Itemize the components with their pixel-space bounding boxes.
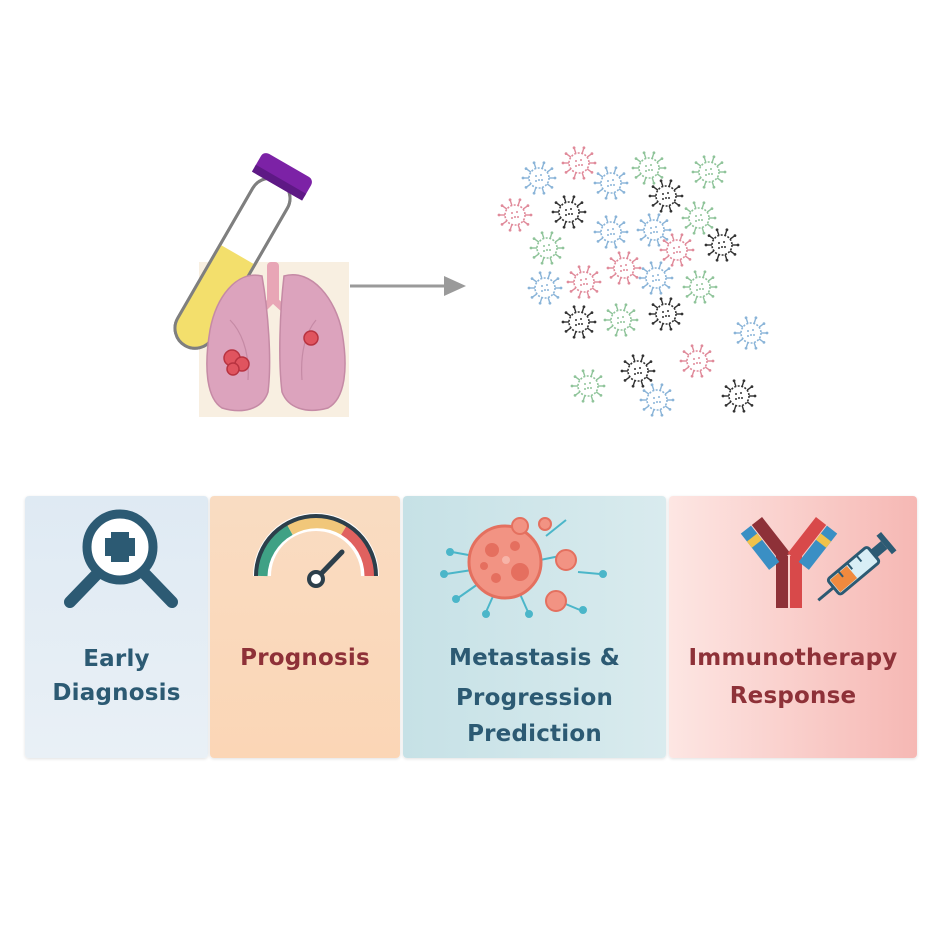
card-immunotherapy: Immunotherapy Response bbox=[669, 496, 917, 758]
gauge-icon bbox=[253, 513, 379, 588]
tumor-cell-icon bbox=[440, 517, 607, 618]
vesicle-icon bbox=[529, 231, 565, 265]
card-label-line1: Metastasis & bbox=[449, 645, 620, 671]
vesicle-icon bbox=[606, 251, 642, 285]
vesicle-icon bbox=[620, 354, 656, 388]
card-metastasis: Metastasis & Progression Prediction bbox=[403, 496, 666, 758]
vesicle-icon bbox=[639, 383, 675, 417]
vesicle-icon bbox=[682, 270, 718, 304]
vesicle-icon bbox=[679, 344, 715, 378]
card-label-line1: Immunotherapy bbox=[688, 645, 898, 671]
vesicle-cluster bbox=[497, 146, 769, 417]
test-tube-icon bbox=[173, 153, 312, 350]
tumor-icon bbox=[303, 330, 319, 346]
antibody-syringe-icon bbox=[740, 516, 897, 608]
tumor-icon bbox=[223, 349, 250, 376]
vesicle-icon bbox=[659, 233, 695, 267]
vesicle-icon bbox=[691, 155, 727, 189]
vesicle-icon bbox=[636, 213, 672, 247]
lungs-icon bbox=[206, 262, 346, 412]
card-label-line1: Early bbox=[83, 646, 150, 672]
vesicle-icon bbox=[681, 201, 717, 235]
vesicle-icon bbox=[566, 265, 602, 299]
vesicle-icon bbox=[648, 179, 684, 213]
vesicle-icon bbox=[648, 297, 684, 331]
vesicle-icon bbox=[527, 271, 563, 305]
vesicle-icon bbox=[603, 303, 639, 337]
vesicle-icon bbox=[638, 261, 674, 295]
syringe-icon bbox=[817, 531, 897, 602]
vesicle-icon bbox=[551, 195, 587, 229]
top-illustration bbox=[173, 146, 769, 417]
vesicle-icon bbox=[704, 228, 740, 262]
card-label-line1: Prognosis bbox=[240, 645, 370, 671]
magnifier-plus-icon bbox=[64, 509, 178, 608]
vesicle-icon bbox=[497, 198, 533, 232]
antibody-icon bbox=[740, 516, 838, 608]
vesicle-icon bbox=[561, 146, 597, 180]
vesicle-icon bbox=[593, 166, 629, 200]
vesicle-icon bbox=[733, 316, 769, 350]
vesicle-icon bbox=[721, 379, 757, 413]
card-label-line2: Diagnosis bbox=[52, 680, 181, 706]
card-label-line2: Response bbox=[729, 683, 857, 709]
vesicle-icon bbox=[561, 305, 597, 339]
card-prognosis: Prognosis bbox=[210, 496, 400, 758]
vesicle-icon bbox=[521, 161, 557, 195]
card-label-line3: Prediction bbox=[467, 721, 602, 747]
vesicle-icon bbox=[593, 215, 629, 249]
vesicle-icon bbox=[570, 369, 606, 403]
arrow-right-icon bbox=[350, 276, 466, 296]
card-early-diagnosis: Early Diagnosis bbox=[25, 496, 208, 758]
card-label-line2: Progression bbox=[455, 685, 614, 711]
vesicle-icon bbox=[631, 151, 667, 185]
